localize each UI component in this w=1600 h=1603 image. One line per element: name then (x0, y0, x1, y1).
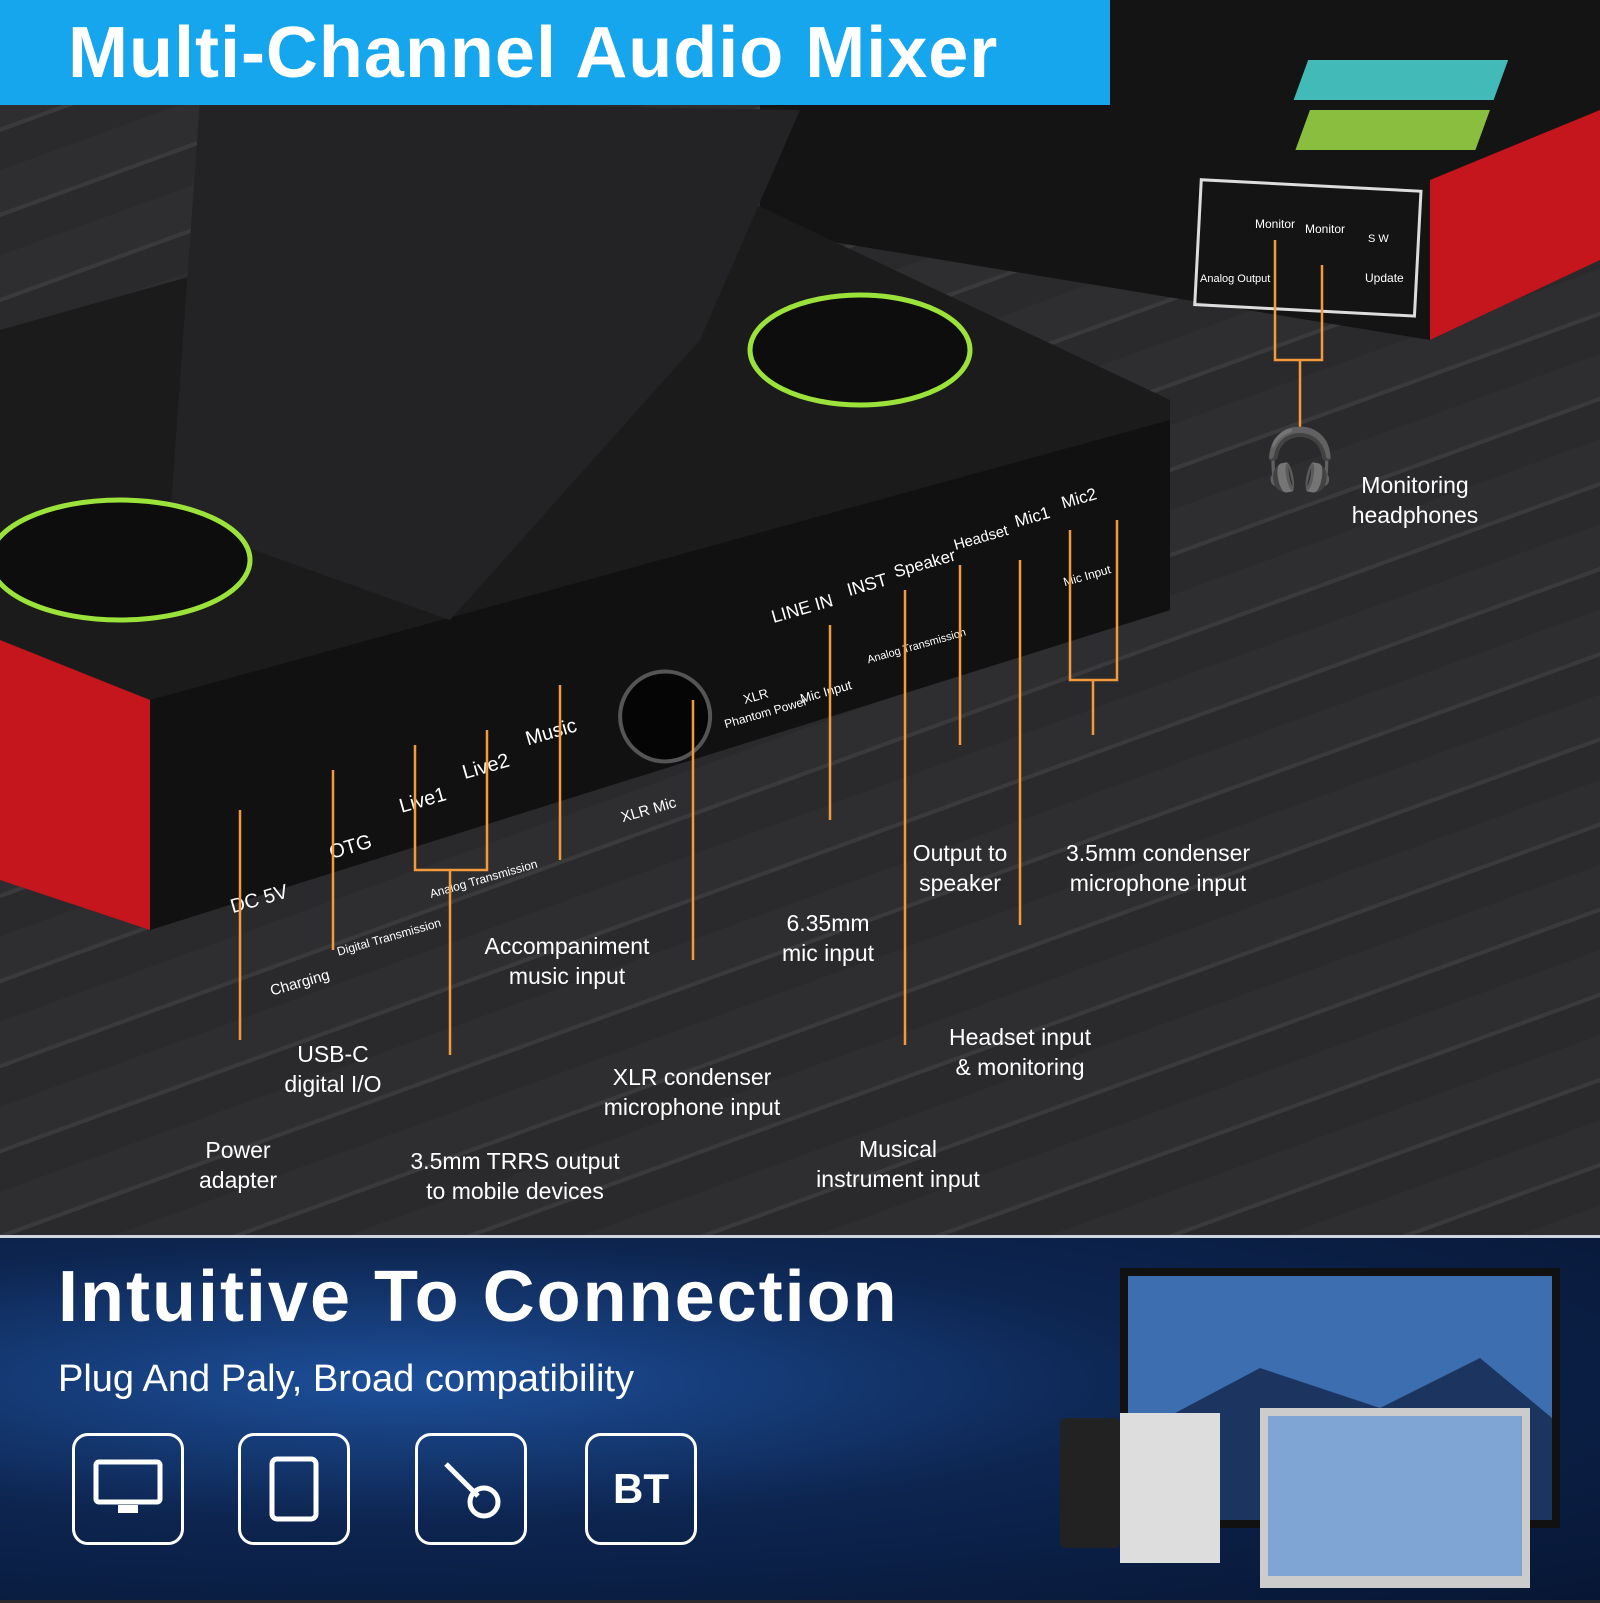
product-scene: Monitor Monitor S W Update Analog Output… (0, 0, 1600, 1235)
label-update: Update (1365, 271, 1404, 285)
label-digital: Digital Transmission (335, 916, 442, 959)
label-monitor2: Monitor (1305, 222, 1345, 236)
label-sw: S W (1368, 233, 1389, 245)
label-xlr: XLR (741, 686, 769, 707)
section-subtitle: Plug And Paly, Broad compatibility (58, 1358, 634, 1400)
title-banner: Multi-Channel Audio Mixer (0, 0, 1110, 105)
label-analog: Analog Transmission (428, 857, 539, 901)
tablet-icon (238, 1433, 350, 1545)
label-xlr-mic: XLR Mic (619, 794, 679, 826)
computer-icon (72, 1433, 184, 1545)
compatibility-section: Intuitive To Connection Plug And Paly, B… (0, 1235, 1600, 1600)
page-title: Multi-Channel Audio Mixer (68, 12, 999, 93)
callout-headset: Headset input& monitoring (949, 1024, 1091, 1080)
label-analog-output: Analog Output (1200, 273, 1270, 285)
devices-illustration (1060, 1268, 1560, 1588)
section-title: Intuitive To Connection (58, 1257, 899, 1337)
label-monitor1: Monitor (1255, 217, 1295, 231)
bluetooth-label: BT (585, 1433, 697, 1545)
mixer-illustration: Monitor Monitor S W Update Analog Output… (0, 0, 1600, 1055)
headphones-icon: 🎧 (1262, 426, 1338, 493)
label-charging: Charging (268, 966, 331, 999)
guitar-icon (415, 1433, 527, 1545)
